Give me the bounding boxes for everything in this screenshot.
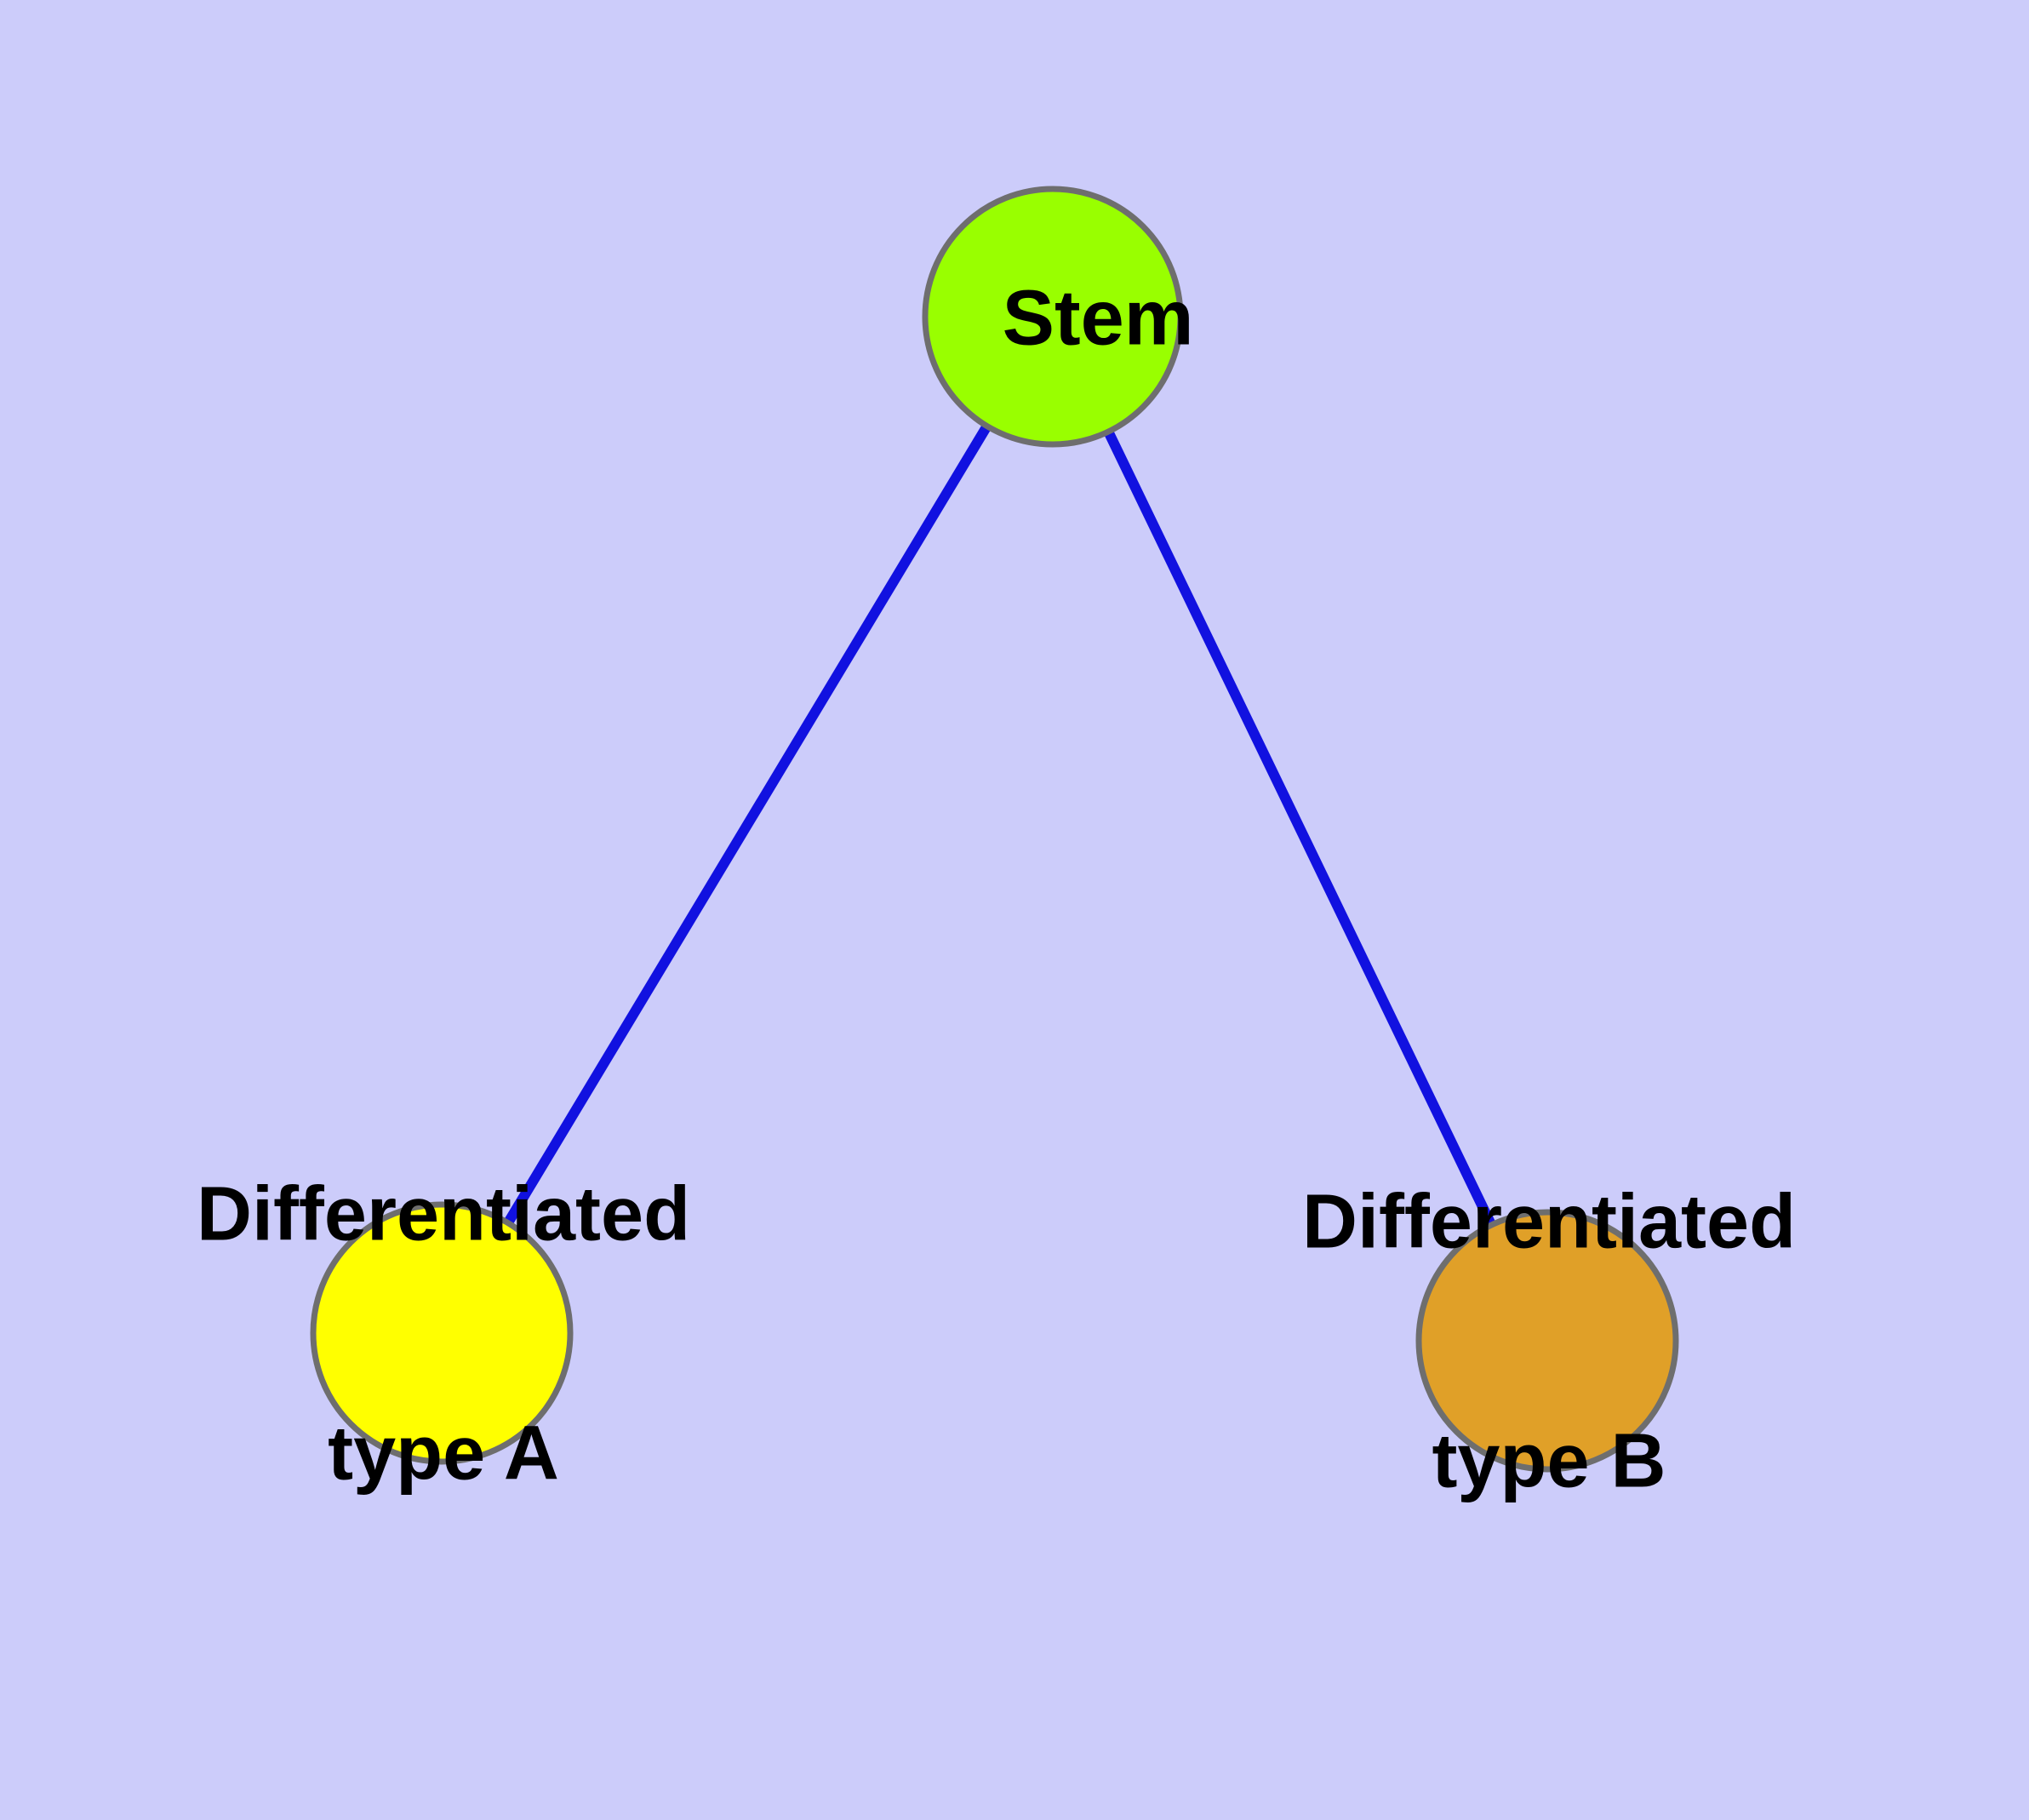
edge-layer	[437, 313, 1552, 1343]
edge-stem-to-diffA[interactable]	[437, 313, 1058, 1336]
node-differentiated-type-a[interactable]	[310, 1201, 574, 1465]
node-layer	[310, 186, 1679, 1473]
node-differentiated-type-b[interactable]	[1415, 1209, 1679, 1473]
edge-stem-to-diffB[interactable]	[1048, 314, 1552, 1343]
node-stem[interactable]	[922, 186, 1184, 448]
